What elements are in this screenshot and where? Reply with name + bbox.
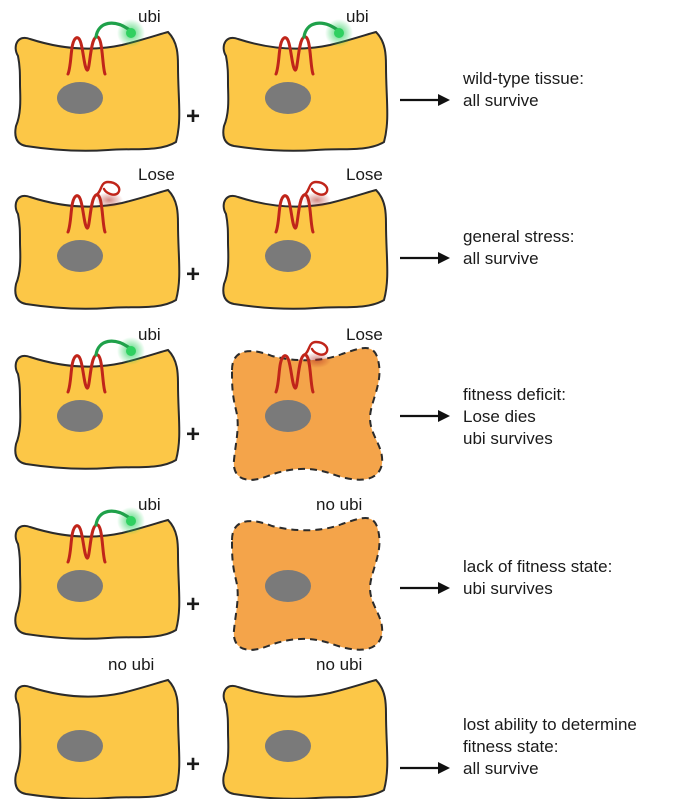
nucleus — [265, 570, 311, 602]
nucleus — [57, 400, 103, 432]
outcome-text: ubi survives — [463, 429, 553, 448]
outcome-text: Lose dies — [463, 407, 536, 426]
cell-label: no ubi — [316, 495, 362, 514]
cell-right-row-3: Lose — [232, 325, 383, 480]
outcome-text: lack of fitness state: — [463, 557, 612, 576]
nucleus — [265, 400, 311, 432]
cell-label: ubi — [138, 495, 161, 514]
nucleus — [57, 570, 103, 602]
cell-left-row-3: ubi — [15, 325, 179, 469]
outcome-text: fitness deficit: — [463, 385, 566, 404]
cell-right-row-1: ubi — [223, 7, 387, 151]
cell-label: Lose — [138, 165, 175, 184]
cell-label: Lose — [346, 165, 383, 184]
cell-label: no ubi — [108, 655, 154, 674]
nucleus — [265, 240, 311, 272]
nucleus — [265, 82, 311, 114]
cell-label: ubi — [138, 7, 161, 26]
ubi-bead-icon — [126, 28, 136, 38]
cell-label: ubi — [138, 325, 161, 344]
outcome-text: fitness state: — [463, 737, 558, 756]
plus-sign: + — [186, 591, 200, 618]
cell-left-row-2: Lose — [15, 165, 179, 309]
outcome-text: wild-type tissue: — [462, 69, 584, 88]
outcome-text: all survive — [463, 759, 539, 778]
arrow-icon — [400, 94, 450, 106]
nucleus — [57, 730, 103, 762]
outcome-text: all survive — [463, 91, 539, 110]
outcome-text: lost ability to determine — [463, 715, 637, 734]
arrow-icon — [400, 410, 450, 422]
cell-label: ubi — [346, 7, 369, 26]
nucleus — [265, 730, 311, 762]
nucleus — [57, 240, 103, 272]
plus-sign: + — [186, 751, 200, 778]
cell-left-row-4: ubi — [15, 495, 179, 639]
outcome-text: all survive — [463, 249, 539, 268]
arrow-icon — [400, 252, 450, 264]
cell-left-row-5: no ubi — [15, 655, 179, 799]
cell-right-row-2: Lose — [223, 165, 387, 309]
plus-sign: + — [186, 103, 200, 130]
arrow-icon — [400, 762, 450, 774]
ubi-bead-icon — [334, 28, 344, 38]
arrow-icon — [400, 582, 450, 594]
outcome-text: general stress: — [463, 227, 575, 246]
cell-right-row-4: no ubi — [232, 495, 382, 650]
nucleus — [57, 82, 103, 114]
cell-label: Lose — [346, 325, 383, 344]
plus-sign: + — [186, 261, 200, 288]
cell-left-row-1: ubi — [15, 7, 179, 151]
cell-right-row-5: no ubi — [223, 655, 387, 799]
ubi-bead-icon — [126, 346, 136, 356]
cell-label: no ubi — [316, 655, 362, 674]
plus-sign: + — [186, 421, 200, 448]
ubi-bead-icon — [126, 516, 136, 526]
outcome-text: ubi survives — [463, 579, 553, 598]
